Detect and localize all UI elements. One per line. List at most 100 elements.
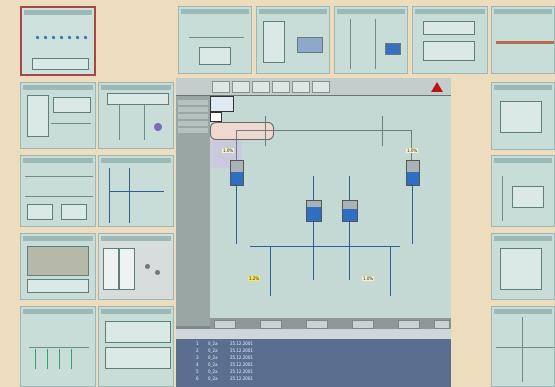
thumbnail-header (23, 158, 93, 163)
screen-toolbar (176, 78, 451, 96)
line (522, 317, 523, 382)
indicator-dot (68, 36, 71, 39)
alarm-cell: 0_2a (208, 355, 218, 360)
line (71, 349, 72, 369)
panel-block (27, 95, 49, 137)
line (375, 19, 376, 69)
line (496, 41, 554, 44)
thumbnail-header (337, 9, 405, 14)
process-diagram: 1.0% 1.0% 1.2% 1.0% (210, 96, 451, 318)
panel-block (500, 101, 542, 133)
thumbnail-header (101, 309, 171, 314)
tank-left[interactable] (230, 160, 244, 186)
warning-triangle-icon[interactable] (431, 82, 443, 92)
alarm-cell: 25.12.2001 (230, 341, 253, 346)
panel-block (27, 246, 89, 276)
toolbar-button[interactable] (252, 81, 270, 93)
left-panel (176, 96, 210, 326)
tank-right[interactable] (406, 160, 420, 186)
alarm-cell: 3 (196, 355, 199, 360)
indicator-dot (154, 123, 162, 131)
alarm-cell: 25.12.2001 (230, 355, 253, 360)
panel-row[interactable] (178, 121, 208, 126)
alarm-row[interactable]: 5 0_2a 25.12.2001 (196, 369, 447, 374)
line (189, 37, 244, 38)
nav-button[interactable] (214, 320, 236, 329)
panel-row[interactable] (178, 107, 208, 112)
alarm-cell: 0_2a (208, 362, 218, 367)
pipe (265, 116, 266, 146)
thumbnail-header (494, 236, 552, 241)
alarm-cell: 0_2a (208, 376, 218, 381)
pipe (349, 220, 350, 280)
thumbnail-screen[interactable] (20, 306, 96, 387)
panel-block (500, 248, 542, 290)
panel-row[interactable] (178, 100, 208, 105)
thumbnail-screen[interactable] (98, 306, 174, 387)
thumbnail-screen[interactable] (256, 6, 330, 74)
panel-block (423, 41, 475, 61)
alarm-list-header (176, 329, 451, 339)
thumbnail-screen[interactable] (98, 233, 174, 300)
thumbnail-screen[interactable] (491, 233, 555, 300)
alarm-row[interactable]: 6 0_2a 25.12.2001 (196, 376, 447, 381)
thumbnail-screen[interactable] (334, 6, 408, 74)
line (47, 349, 48, 369)
equipment-block[interactable] (210, 112, 222, 122)
panel-block (119, 248, 135, 290)
tank-center-right[interactable] (342, 200, 358, 222)
toolbar-button[interactable] (232, 81, 250, 93)
pipe (313, 220, 314, 280)
equipment-block[interactable] (210, 96, 234, 112)
thumbnail-header (23, 309, 93, 314)
thumbnail-screen[interactable] (20, 233, 96, 300)
indicator-dot (155, 270, 160, 275)
nav-button[interactable] (260, 320, 282, 329)
thumbnail-screen[interactable] (98, 82, 174, 149)
line (59, 349, 60, 369)
indicator-dot (44, 36, 47, 39)
panel-block (103, 248, 119, 290)
toolbar-button[interactable] (312, 81, 330, 93)
thumbnail-screen[interactable] (491, 155, 555, 227)
nav-button[interactable] (434, 320, 450, 329)
thumbnail-overview[interactable] (20, 6, 96, 76)
thumbnail-screen[interactable] (491, 6, 555, 74)
nav-button[interactable] (306, 320, 328, 329)
panel-block (27, 204, 53, 220)
panel-block (107, 93, 169, 105)
toolbar-button[interactable] (212, 81, 230, 93)
alarm-row[interactable]: 4 0_2a 25.12.2001 (196, 362, 447, 367)
line (496, 347, 554, 348)
panel-block (199, 47, 231, 65)
thumbnail-header (494, 158, 552, 163)
panel-row[interactable] (178, 114, 208, 119)
line (144, 105, 145, 140)
thumbnail-screen[interactable] (178, 6, 252, 74)
pipe (236, 184, 237, 244)
indicator-dot (84, 36, 87, 39)
alarm-row[interactable]: 3 0_2a 25.12.2001 (196, 355, 447, 360)
thumbnail-screen[interactable] (491, 306, 555, 387)
pipe (270, 246, 271, 296)
panel-block (423, 21, 475, 35)
thumbnail-screen[interactable] (98, 155, 174, 227)
thumbnail-screen[interactable] (491, 82, 555, 150)
screen-bottom-bar (210, 318, 451, 329)
value-tag: 1.0% (362, 276, 375, 281)
nav-button[interactable] (398, 320, 420, 329)
pipe (313, 176, 314, 200)
thumbnail-screen[interactable] (412, 6, 488, 74)
nav-button[interactable] (352, 320, 374, 329)
tank-center-left[interactable] (306, 200, 322, 222)
toolbar-button[interactable] (292, 81, 310, 93)
thumbnail-screen[interactable] (20, 82, 96, 149)
alarm-row[interactable]: 2 0_2a 25.12.2001 (196, 348, 447, 353)
indicator-dot (145, 264, 150, 269)
reactor-vessel[interactable] (210, 122, 274, 140)
thumbnail-screen[interactable] (20, 155, 96, 227)
panel-row[interactable] (178, 128, 208, 133)
alarm-list: 1 0_2a 25.12.2001 2 0_2a 25.12.2001 3 0_… (176, 329, 451, 387)
alarm-row[interactable]: 1 0_2a 25.12.2001 (196, 341, 447, 346)
toolbar-button[interactable] (272, 81, 290, 93)
